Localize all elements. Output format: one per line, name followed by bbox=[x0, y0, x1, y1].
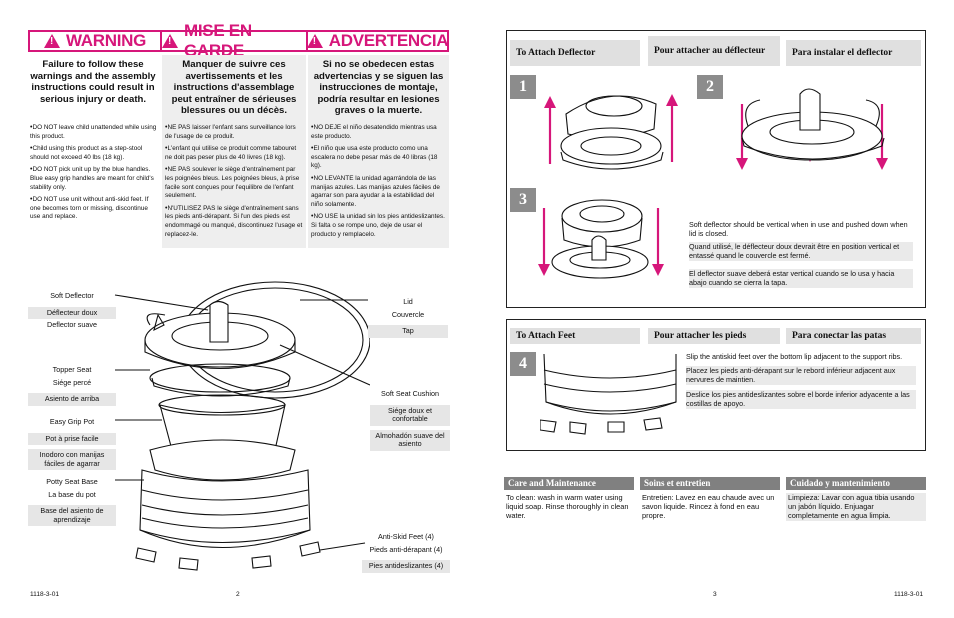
deflector-header-es: Para instalar el deflector bbox=[786, 40, 921, 66]
lead-warning-en: Failure to follow these warnings and the… bbox=[30, 59, 156, 105]
feet-header-fr: Pour attacher les pieds bbox=[648, 328, 780, 344]
label-soft-seat-cushion: Soft Seat Cushion Siége doux et conforta… bbox=[370, 388, 450, 451]
list-item: NE PAS laisser l'enfant sans surveillanc… bbox=[165, 124, 303, 141]
warning-list-fr: NE PAS laisser l'enfant sans surveillanc… bbox=[165, 124, 303, 243]
lead-warning-es: Si no se obedecen estas advertencias y s… bbox=[313, 59, 444, 117]
list-item: L'enfant qui utilise ce produit comme ta… bbox=[165, 145, 303, 162]
list-item: NO DEJE el niño desatendido mientras usa… bbox=[311, 124, 447, 141]
care-header-en: Care and Maintenance bbox=[504, 477, 634, 490]
doc-code-right: 1118-3-01 bbox=[894, 591, 924, 598]
label-soft-deflector: Soft Deflector Déflecteur doux Deflector… bbox=[28, 290, 116, 332]
care-header-es: Cuidado y mantenimiento bbox=[786, 477, 926, 490]
list-item: DO NOT use unit without anti-skid feet. … bbox=[30, 196, 158, 222]
deflector-note-en: Soft deflector should be vertical when i… bbox=[689, 220, 908, 239]
foot-shape bbox=[135, 547, 157, 563]
page-number-right: 3 bbox=[713, 591, 717, 598]
lead-warning-fr: Manquer de suivre ces avertissements et … bbox=[171, 59, 297, 117]
list-item: Child using this product as a step-stool… bbox=[30, 145, 158, 162]
step-3-illustration bbox=[538, 199, 664, 279]
care-text-fr: Entretien: Lavez en eau chaude avec un s… bbox=[642, 493, 775, 521]
base-shape bbox=[139, 469, 311, 544]
page-number-left: 2 bbox=[236, 591, 240, 598]
list-item: N'UTILISEZ PAS le siège d'entraînement s… bbox=[165, 205, 303, 239]
feet-note-es: Deslice los pies antideslizantes sobre e… bbox=[686, 390, 916, 409]
warning-header-en: WARNING bbox=[30, 30, 160, 52]
list-item: NE PAS soulever le siège d'entraînement … bbox=[165, 166, 303, 200]
label-lid: Lid Couvercle Tap bbox=[368, 296, 448, 338]
step-4-badge: 4 bbox=[510, 352, 536, 376]
warning-list-es: NO DEJE el niño desatendido mientras usa… bbox=[311, 124, 447, 243]
deflector-note-es: El deflector suave deberá estar vertical… bbox=[689, 269, 913, 288]
list-item: DO NOT leave child unattended while usin… bbox=[30, 124, 158, 141]
step-4-illustration bbox=[540, 353, 677, 435]
foot-shape bbox=[299, 541, 321, 557]
step-2-badge: 2 bbox=[697, 75, 723, 99]
label-easy-grip-pot: Easy Grip Pot Pot à prise facile Inodoro… bbox=[28, 416, 116, 471]
deflector-note-fr: Quand utilisé, le déflecteur doux devrai… bbox=[689, 242, 913, 261]
warning-header-fr: MISE EN GARDE bbox=[162, 21, 306, 60]
feet-header-es: Para conectar las patas bbox=[786, 328, 921, 344]
care-text-en: To clean: wash in warm water using liqui… bbox=[506, 493, 629, 521]
warning-list-en: DO NOT leave child unattended while usin… bbox=[30, 124, 158, 226]
step-1-illustration bbox=[544, 94, 678, 170]
doc-code-left: 1118-3-01 bbox=[30, 591, 60, 598]
deflector-header-fr: Pour attacher au déflecteur bbox=[648, 36, 780, 66]
label-topper-seat: Topper Seat Siége percé Asiento de arrib… bbox=[28, 364, 116, 406]
warning-triangle-icon bbox=[162, 34, 178, 48]
deflector-header-en: To Attach Deflector bbox=[510, 40, 640, 66]
warning-triangle-icon bbox=[306, 34, 323, 48]
list-item: El niño que usa este producto como una e… bbox=[311, 145, 447, 171]
care-header-fr: Soins et entretien bbox=[640, 477, 780, 490]
label-anti-skid-feet: Anti-Skid Feet (4) Pieds anti-dérapant (… bbox=[362, 531, 450, 573]
warning-header-es: ADVERTENCIA bbox=[306, 30, 449, 52]
feet-note-fr: Placez les pieds anti-dérapant sur le re… bbox=[686, 366, 916, 385]
care-text-es: Limpieza: Lavar con agua tibia usando un… bbox=[786, 493, 926, 521]
potty-exploded-diagram bbox=[114, 281, 370, 571]
header-divider bbox=[160, 30, 162, 52]
feet-note-en: Slip the antiskid feet over the bottom l… bbox=[686, 352, 903, 361]
step-1-badge: 1 bbox=[510, 75, 536, 99]
foot-shape bbox=[178, 557, 199, 571]
step-3-badge: 3 bbox=[510, 188, 536, 212]
foot-shape bbox=[251, 555, 272, 569]
feet-header-en: To Attach Feet bbox=[510, 328, 640, 344]
warning-triangle-icon bbox=[43, 34, 60, 48]
list-item: NO LEVANTE la unidad agarrándola de las … bbox=[311, 175, 447, 209]
step-2-illustration bbox=[736, 88, 888, 170]
label-potty-seat-base: Potty Seat Base La base du pot Base del … bbox=[28, 476, 116, 527]
list-item: DO NOT pick unit up by the blue handles.… bbox=[30, 166, 158, 192]
base-top-shape bbox=[149, 439, 296, 481]
warning-header-bar bbox=[28, 30, 449, 52]
deflector-shape bbox=[209, 300, 229, 343]
list-item: NO USE la unidad sin los pies antidesliz… bbox=[311, 213, 447, 239]
